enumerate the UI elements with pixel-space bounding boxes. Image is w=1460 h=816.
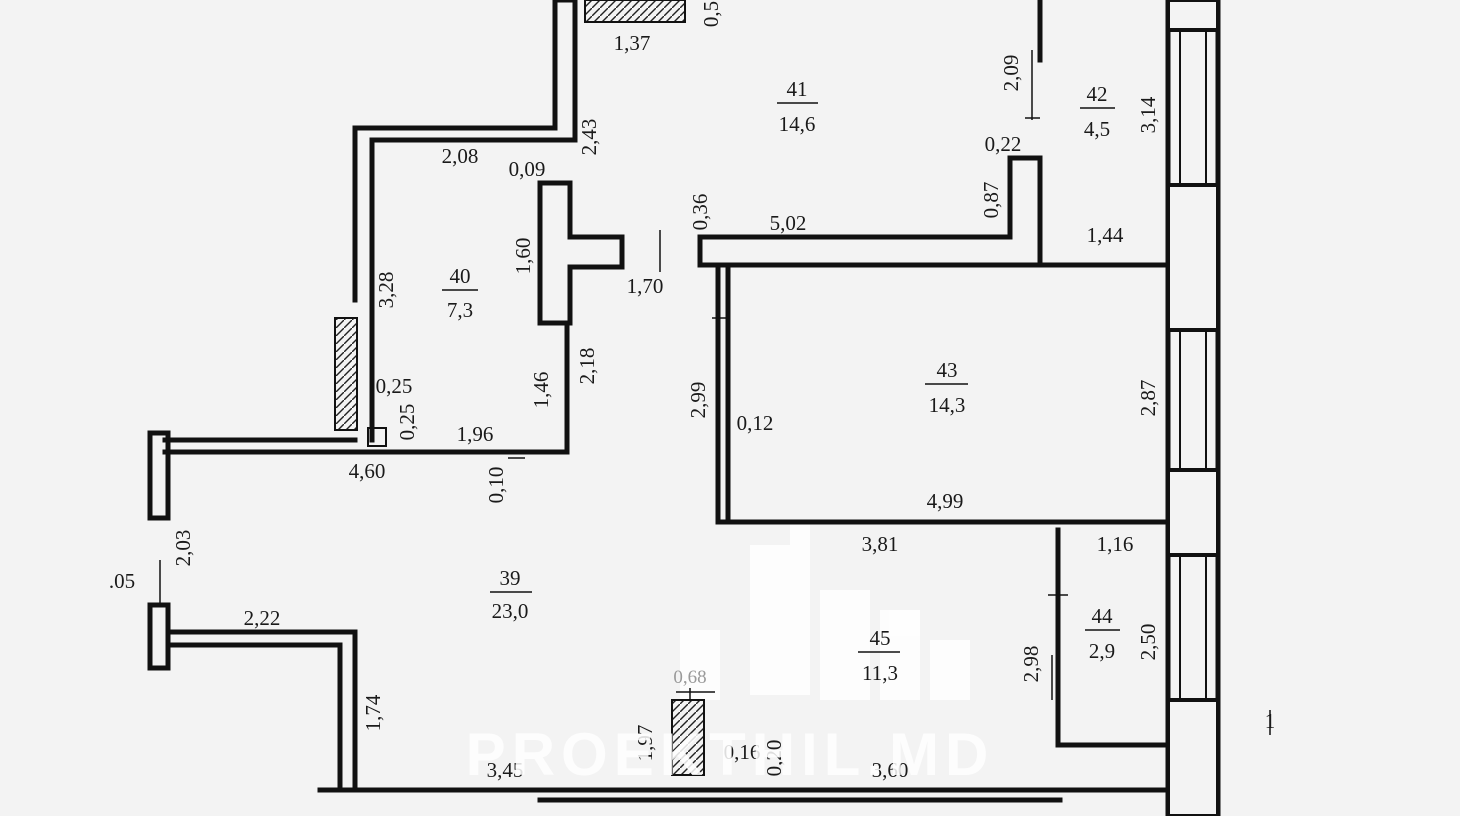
vent-shafts [334, 0, 705, 776]
dimension-label: 1 [1265, 709, 1276, 733]
dimension-label: 0,22 [985, 132, 1022, 156]
watermark: PROEKTHIL.MD [466, 721, 995, 788]
dimension-label: 3,28 [374, 272, 398, 309]
windows [1179, 30, 1207, 700]
dimension-label: 0,09 [509, 157, 546, 181]
facade-piers [1166, 0, 1220, 816]
room-number: 43 [937, 358, 958, 382]
dimension-label: 0,5 [699, 1, 723, 27]
room-area: 4,5 [1084, 117, 1110, 141]
dimension-label: 1,96 [457, 422, 494, 446]
room-43-label: 43 14,3 [925, 358, 968, 417]
dimension-label: 2,87 [1136, 380, 1160, 417]
dimension-label: 0,20 [762, 740, 786, 777]
dimension-label: 2,03 [171, 530, 195, 567]
dimension-label: .05 [109, 569, 135, 593]
dimension-label: 0,68 [673, 667, 706, 688]
dimension-ticks [159, 50, 1271, 735]
room-40-label: 40 7,3 [442, 264, 478, 322]
walls [147, 0, 1221, 816]
dimension-label: 0,12 [737, 411, 774, 435]
dimension-label: 2,99 [686, 382, 710, 419]
room-number: 41 [787, 77, 808, 101]
dimension-label: 3,60 [872, 758, 909, 782]
dimension-label: 2,98 [1019, 646, 1043, 683]
dimension-label: 1,44 [1087, 223, 1124, 247]
dimension-label: 1,74 [361, 694, 385, 731]
dimension-label: 1,37 [614, 31, 651, 55]
dimension-label: 4,60 [349, 459, 386, 483]
dimension-label: 0,87 [979, 182, 1003, 219]
dimension-label: 1,70 [627, 274, 664, 298]
dimension-label: 1,97 [633, 725, 657, 762]
room-area: 2,9 [1089, 639, 1115, 663]
dimension-labels: 1,37 0,5 2,43 2,08 0,09 1,60 3,28 1,70 0… [109, 1, 1275, 782]
dimension-label: 0,25 [395, 404, 419, 441]
dimension-label: 1,60 [511, 238, 535, 275]
room-area: 23,0 [492, 599, 529, 623]
room-44-label: 44 2,9 [1085, 604, 1120, 663]
dimension-label: 0,36 [688, 194, 712, 231]
room-42-label: 42 4,5 [1080, 82, 1115, 141]
dimension-label: 1,46 [529, 372, 553, 409]
room-number: 40 [450, 264, 471, 288]
room-39-label: 39 23,0 [490, 566, 532, 623]
room-number: 44 [1092, 604, 1114, 628]
room-number: 45 [870, 626, 891, 650]
dimension-label: 2,08 [442, 144, 479, 168]
room-41-label: 41 14,6 [777, 77, 818, 136]
dimension-label: 3,81 [862, 532, 899, 556]
room-labels: 39 23,0 40 7,3 41 14,6 42 4,5 43 14,3 44… [442, 77, 1120, 685]
dimension-label: 3,14 [1136, 96, 1160, 133]
room-area: 14,3 [929, 393, 966, 417]
dimension-label: 2,43 [577, 119, 601, 156]
dimension-label: 0,25 [376, 374, 413, 398]
dimension-label: 2,18 [575, 348, 599, 385]
dimension-label: 5,02 [770, 211, 807, 235]
dimension-label: 2,09 [999, 55, 1023, 92]
room-45-label: 45 11,3 [858, 626, 900, 685]
dimension-label: 3,45 [487, 758, 524, 782]
room-area: 14,6 [779, 112, 816, 136]
dimension-label: 0,16 [724, 740, 761, 764]
room-number: 39 [500, 566, 521, 590]
dimension-label: 1,16 [1097, 532, 1134, 556]
room-area: 11,3 [862, 661, 898, 685]
room-number: 42 [1087, 82, 1108, 106]
dimension-label: 2,50 [1136, 624, 1160, 661]
vent-box [367, 427, 387, 447]
watermark-skyline [680, 520, 970, 700]
dimension-label: 2,22 [244, 606, 281, 630]
room-area: 7,3 [447, 298, 473, 322]
dimension-label: 0,10 [484, 467, 508, 504]
dimension-label: 4,99 [927, 489, 964, 513]
